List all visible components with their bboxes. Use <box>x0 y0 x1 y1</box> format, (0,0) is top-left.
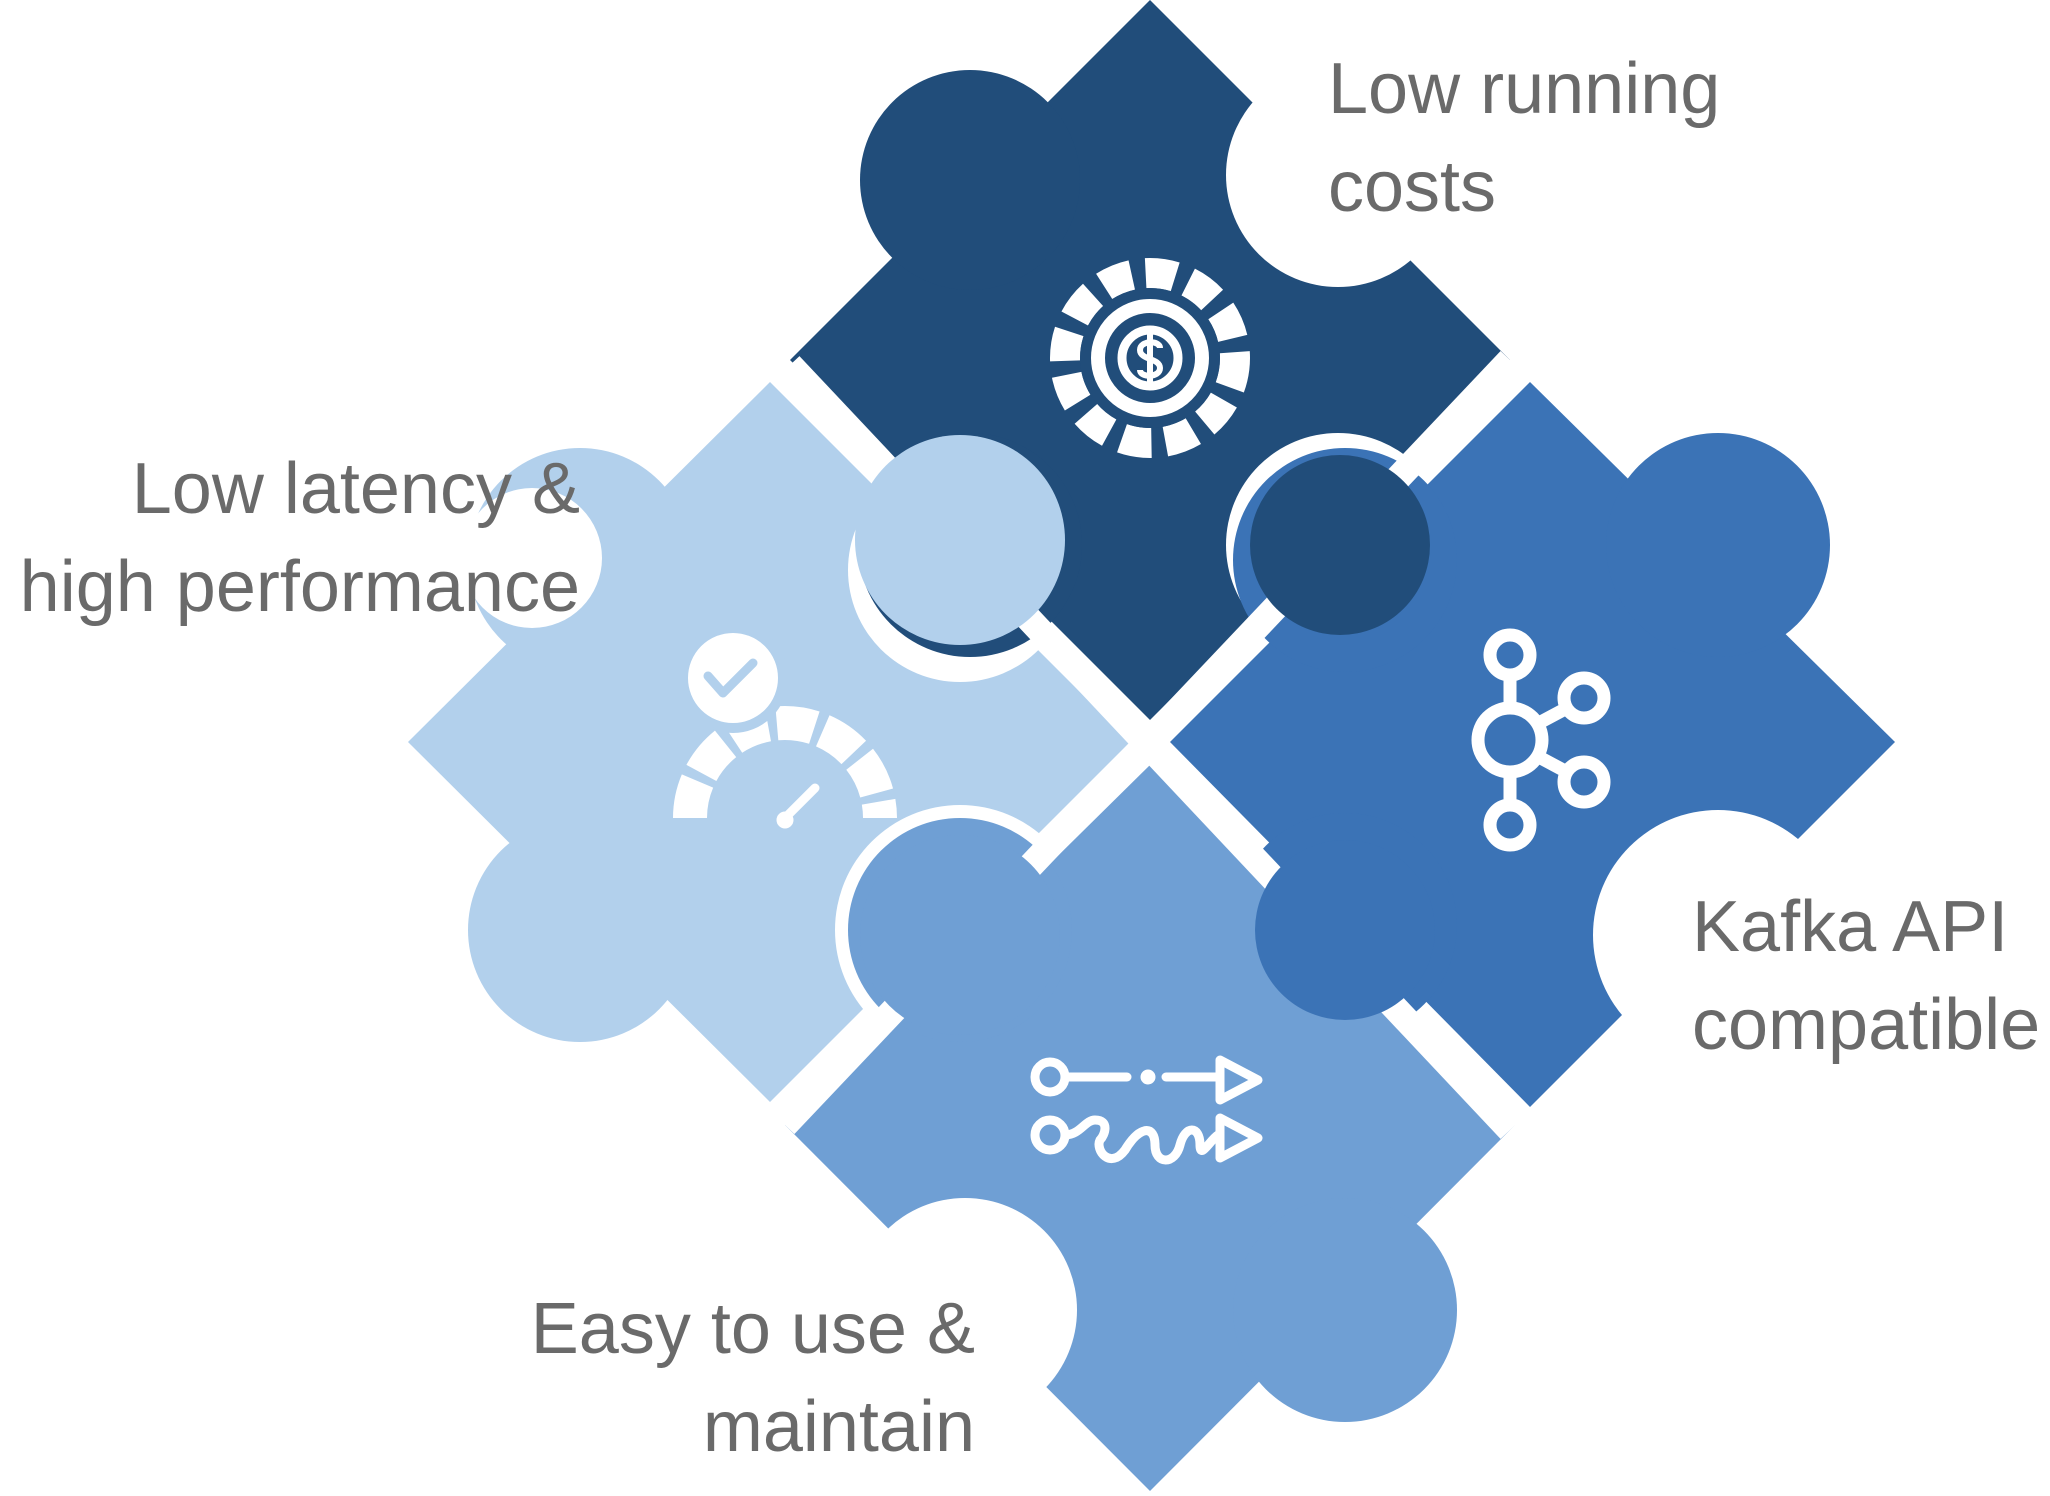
label-kafka-api: Kafka API compatible <box>1692 878 2040 1074</box>
label-easy-to-use: Easy to use & maintain <box>350 1280 975 1476</box>
label-line: Kafka API <box>1692 887 2009 967</box>
label-line: Easy to use & <box>530 1289 975 1369</box>
workflow-arrows-icon <box>1030 1055 1263 1165</box>
label-line: Low running <box>1328 49 1721 129</box>
label-line: maintain <box>702 1387 975 1467</box>
label-line: compatible <box>1692 985 2041 1065</box>
label-line: high performance <box>19 547 580 627</box>
label-line: Low latency & <box>131 449 580 529</box>
kafka-logo-icon <box>1471 628 1611 852</box>
label-low-running-costs: Low running costs <box>1328 40 1720 236</box>
label-line: costs <box>1328 147 1497 227</box>
label-low-latency: Low latency & high performance <box>0 440 580 636</box>
gear-dollar-icon <box>1050 258 1250 458</box>
speedometer-check-icon <box>673 623 897 829</box>
